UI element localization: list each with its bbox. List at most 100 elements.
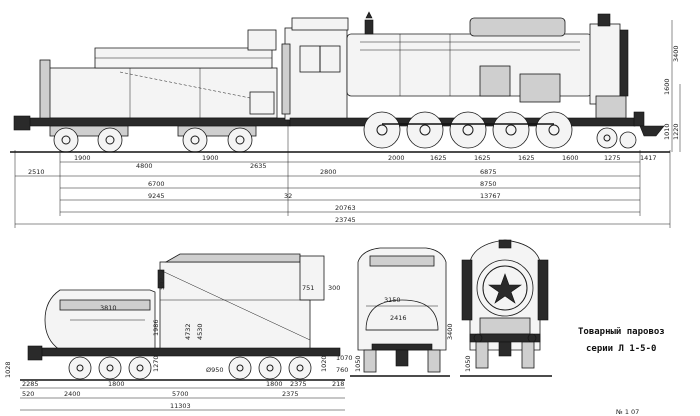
caption: Товарный паровоз серии Л 1-5-0 № 1 07	[578, 327, 665, 416]
front-buffer-left	[473, 333, 483, 343]
tender-front-box	[299, 255, 325, 301]
tender-dim-760: 760	[336, 366, 348, 374]
caption-corner-number: № 1 07	[615, 408, 639, 416]
rear-dim-3400: 3400	[446, 323, 454, 340]
front-wheel-left	[475, 341, 489, 369]
front-buffer-right	[527, 333, 537, 343]
caption-line2: серии Л 1-5-0	[586, 344, 656, 354]
feed-pump	[479, 65, 511, 97]
rear-coupler	[395, 349, 409, 367]
front-deflector-left	[461, 259, 473, 321]
dim-2510: 2510	[28, 168, 45, 176]
dim-4800: 4800	[136, 162, 153, 170]
cab-roof	[291, 17, 349, 31]
dim-height-1010: 1010	[663, 123, 671, 140]
tender-dim-dia-950: Ø950	[206, 366, 224, 374]
locomotive-cab	[284, 27, 348, 121]
front-coupler	[498, 341, 512, 357]
tender-dim-1020: 1020	[320, 355, 328, 372]
dim-20763: 20763	[335, 204, 356, 212]
tender-roof-side	[164, 253, 301, 263]
dim-23745: 23745	[335, 216, 356, 224]
rear-roof-band	[369, 255, 435, 267]
rear-buffer-beam	[371, 343, 433, 351]
dim-1625-a: 1625	[430, 154, 447, 162]
chimney	[597, 13, 611, 27]
dim-height-1600: 1600	[663, 78, 671, 95]
dim-1625-c: 1625	[518, 154, 535, 162]
tender-side-view: 3810 592 751 300 1986 4732 4530 1270 102…	[4, 253, 353, 411]
tender-body-side	[159, 261, 311, 351]
dim-height-3400: 3400	[672, 45, 680, 62]
tender-dim-3810: 3810	[100, 304, 117, 312]
front-buffer	[633, 111, 645, 127]
cab-side-rail	[281, 43, 291, 115]
rear-dim-2416: 2416	[390, 314, 407, 322]
dim-2000: 2000	[388, 154, 405, 162]
steam-dome-casing	[469, 17, 566, 37]
front-chimney	[498, 239, 512, 249]
tender-frame-side	[39, 347, 341, 357]
rear-dim-3150: 3150	[384, 296, 401, 304]
side-view: 1600 3400 1010 1220 1900 4800 1900 2635 …	[10, 11, 681, 228]
front-dim-1050: 1050	[464, 355, 472, 372]
driving-wheels	[363, 111, 637, 149]
cowcatcher	[639, 125, 665, 137]
tender-marker	[157, 269, 165, 289]
red-star-emblem	[488, 273, 522, 304]
tender-dim-4530: 4530	[196, 323, 204, 340]
rear-wheel-left	[363, 349, 377, 373]
smokebox	[589, 23, 621, 105]
tender-buffer	[13, 115, 31, 131]
tender-toolbox	[249, 91, 275, 115]
air-pump	[519, 73, 561, 103]
tender-dim-1028: 1028	[4, 361, 12, 378]
front-view: 1050	[460, 239, 552, 377]
dim-1417: 1417	[640, 154, 657, 162]
smoke-deflector	[619, 29, 629, 97]
tender-dim-1800-a: 1800	[108, 380, 125, 388]
tender-dim-2375-a: 2375	[290, 380, 307, 388]
tender-dim-2375-b: 2375	[282, 390, 299, 398]
tender-coupler	[27, 345, 43, 361]
rear-tank	[365, 299, 439, 331]
dim-6700: 6700	[148, 180, 165, 188]
tender-top-box	[247, 29, 277, 51]
front-deflector-right	[537, 259, 549, 321]
tender-dim-592: 592	[158, 278, 166, 290]
tender-dim-520: 520	[22, 390, 34, 398]
tender-dim-751: 751	[302, 284, 314, 292]
tender-dim-1270: 1270	[152, 355, 160, 372]
rear-wheel-right	[427, 349, 441, 373]
tender-bogie-front	[177, 125, 257, 153]
tender-dim-11303: 11303	[170, 402, 191, 410]
dim-1900-b: 1900	[202, 154, 219, 162]
front-wheel-right	[521, 341, 535, 369]
dim-1625-b: 1625	[474, 154, 491, 162]
tender-rear-ladder	[39, 59, 51, 121]
tender-dim-1070: 1070	[336, 354, 353, 362]
tender-tank	[41, 67, 278, 119]
whistle-top	[365, 11, 373, 19]
dim-height-1220: 1220	[672, 123, 680, 140]
caption-line1: Товарный паровоз	[578, 327, 665, 337]
tender-dim-1986: 1986	[152, 319, 160, 336]
dim-2800: 2800	[320, 168, 337, 176]
dim-9245: 9245	[148, 192, 165, 200]
whistle	[364, 19, 374, 35]
dim-1900-a: 1900	[74, 154, 91, 162]
tender-dim-300: 300	[328, 284, 340, 292]
tender-dim-2400: 2400	[64, 390, 81, 398]
dim-8750: 8750	[480, 180, 497, 188]
tender-dim-5700: 5700	[172, 390, 189, 398]
tender-bogie-rear	[49, 125, 129, 153]
rear-view: 3150 2416 1050 3400	[350, 247, 454, 377]
tender-dim-2285: 2285	[22, 380, 39, 388]
tender-dim-4732: 4732	[184, 323, 192, 340]
cylinder	[595, 95, 627, 119]
rear-dim-1050: 1050	[354, 355, 362, 372]
tender-dim-1800-b: 1800	[266, 380, 283, 388]
tender-side-wheels	[68, 356, 312, 380]
tender-dim-218: 218	[332, 380, 344, 388]
